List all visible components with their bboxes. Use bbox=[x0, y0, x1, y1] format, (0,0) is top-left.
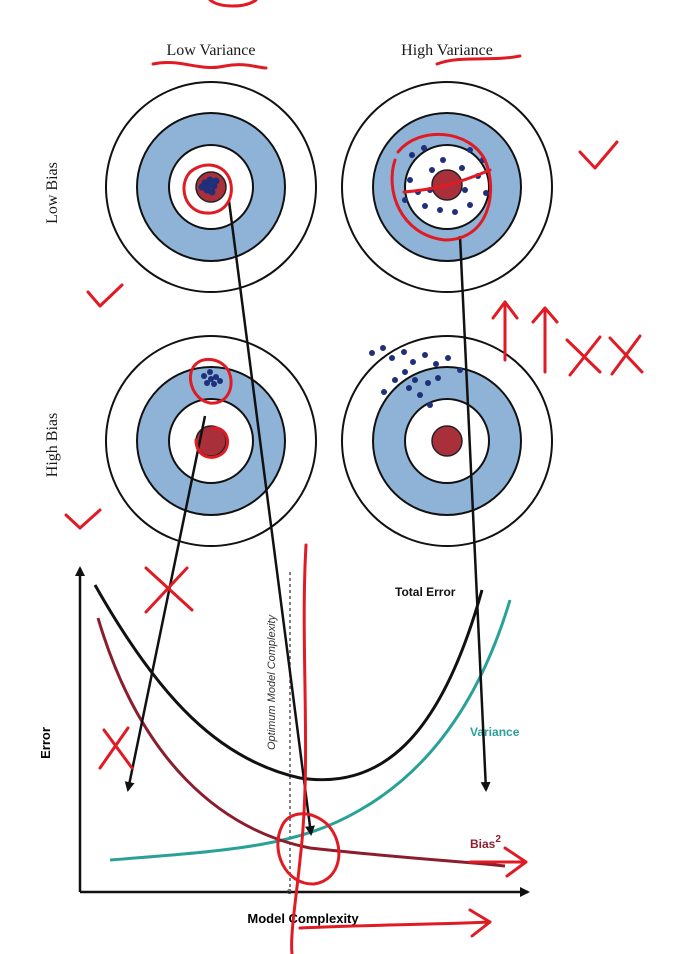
bias-curve bbox=[96, 617, 506, 868]
target-low-bias-low-variance bbox=[105, 81, 317, 293]
row-label-low-bias: Low Bias bbox=[44, 162, 61, 224]
total-error-curve bbox=[93, 584, 484, 782]
arrow-lowvar-lowbias-to-optimum bbox=[227, 200, 315, 836]
cross-line-lowbias-highvar bbox=[402, 168, 492, 194]
circle-intersection bbox=[276, 812, 341, 886]
cross-xx-1 bbox=[565, 335, 602, 377]
bullseye bbox=[431, 425, 463, 457]
circle-cluster-lowbias-lowvar bbox=[182, 163, 233, 215]
row-label-high-bias: High Bias bbox=[44, 413, 61, 477]
dot-cluster bbox=[201, 369, 223, 387]
circle-cluster-highbias-lowvar bbox=[189, 357, 233, 405]
variance-label: Variance bbox=[470, 725, 520, 739]
connector-arrows bbox=[124, 200, 491, 836]
col-label-low-variance: Low Variance bbox=[167, 42, 256, 59]
checkmark-right-top bbox=[578, 140, 619, 170]
x-axis-label: Model Complexity bbox=[247, 911, 359, 926]
cross-xx-2 bbox=[608, 334, 644, 376]
checkmark-left-mid bbox=[86, 283, 124, 308]
vertical-line-optimum bbox=[290, 543, 308, 954]
bias-superscript: 2 bbox=[495, 834, 501, 845]
y-axis-label: Error bbox=[38, 727, 53, 759]
up-arrow-2 bbox=[531, 306, 559, 374]
red-annotations bbox=[64, 0, 644, 954]
circle-bullseye-lowbias-highvar bbox=[390, 132, 493, 242]
scribble-top-circle bbox=[208, 0, 258, 8]
underline-low-variance bbox=[151, 61, 268, 70]
arrow-highvar-lowbias-to-right bbox=[458, 235, 491, 792]
arrow-bottom-right bbox=[298, 908, 492, 938]
optimum-tick: c bbox=[287, 886, 292, 896]
arrow-highbias-lowvar-to-left bbox=[124, 415, 207, 792]
dot-scatter bbox=[369, 345, 463, 408]
up-arrow-1 bbox=[491, 300, 519, 362]
variance-curve bbox=[109, 599, 512, 862]
circle-bullseye-highbias-lowvar bbox=[194, 426, 229, 459]
cross-x-left-upper bbox=[144, 566, 194, 614]
arrow-bias-right bbox=[468, 846, 528, 878]
target-high-bias-high-variance bbox=[341, 335, 553, 547]
cross-x-left-lower bbox=[98, 726, 134, 770]
target-low-bias-high-variance bbox=[341, 81, 553, 293]
target-high-bias-low-variance bbox=[105, 335, 317, 547]
bias-label: Bias2 bbox=[470, 834, 501, 851]
underline-high-variance bbox=[435, 54, 522, 66]
optimum-label: Optimum Model Complexity bbox=[266, 613, 278, 750]
dot-cluster bbox=[198, 176, 220, 196]
total-error-label: Total Error bbox=[395, 585, 456, 599]
checkmark-left-lower bbox=[64, 508, 102, 530]
col-label-high-variance: High Variance bbox=[401, 42, 493, 59]
